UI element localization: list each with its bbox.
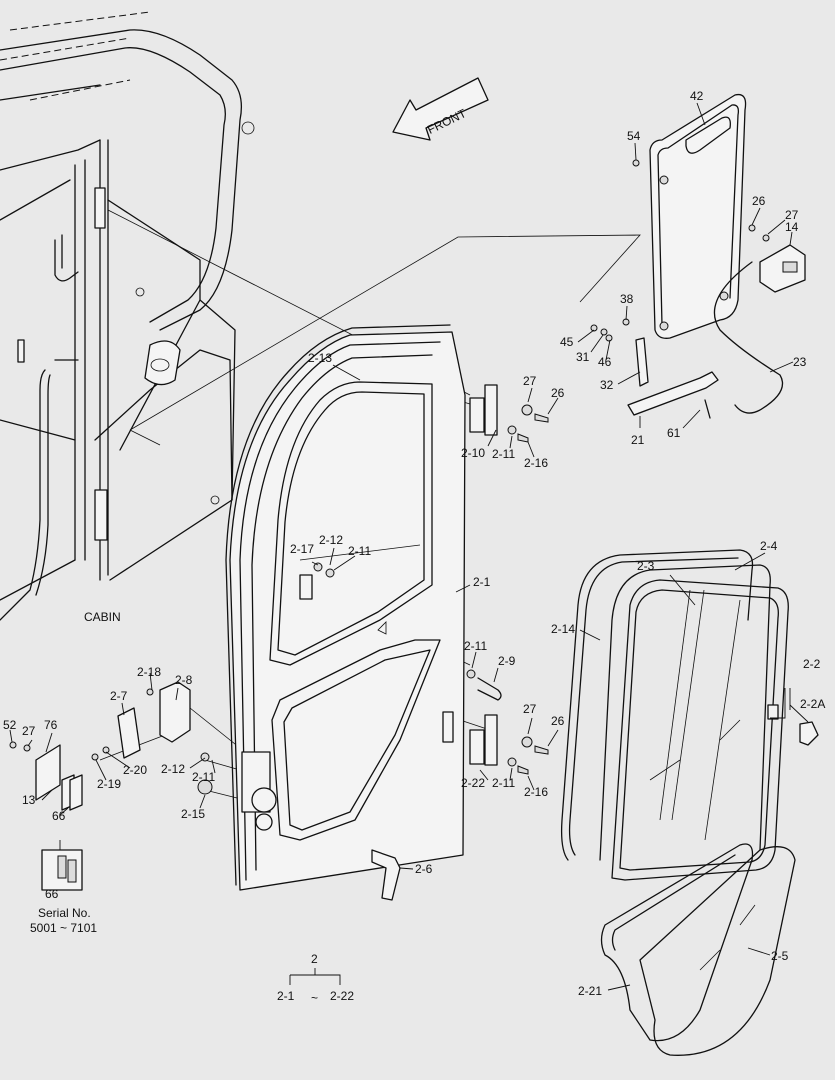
part-label-2-1: 2-1 xyxy=(473,575,491,589)
lower-hinge xyxy=(442,711,549,775)
part-label-2-17: 2-17 xyxy=(290,542,314,556)
upper-hinge xyxy=(469,384,549,443)
handle-2-6 xyxy=(371,849,401,901)
glass-assemblies xyxy=(560,549,819,881)
door-seal-2-13 xyxy=(225,324,451,886)
part-label-2-2A: 2-2A xyxy=(800,697,825,711)
part-label-52: 52 xyxy=(3,718,17,732)
part-label-2-13: 2-13 xyxy=(308,351,332,365)
serial-note-line2: 5001 ~ 7101 xyxy=(30,921,97,935)
part-label-32: 32 xyxy=(600,378,614,392)
part-label-23: 23 xyxy=(793,355,807,369)
group-to: 2-22 xyxy=(330,989,354,1003)
washers-2-11 xyxy=(197,562,335,795)
part-label-2-18: 2-18 xyxy=(137,665,161,679)
group-tilde: ~ xyxy=(311,991,318,1005)
part-label-54: 54 xyxy=(627,129,641,143)
part-label-76: 76 xyxy=(44,718,58,732)
serial-note-line1: Serial No. xyxy=(38,906,91,920)
part-label-2-4: 2-4 xyxy=(760,539,778,553)
part-label-13: 13 xyxy=(22,793,36,807)
part-label-2-9: 2-9 xyxy=(498,654,516,668)
lower-glass-2-5 xyxy=(600,843,796,1056)
part-label-2-11d: 2-11 xyxy=(192,770,215,784)
part-label-26a: 26 xyxy=(752,194,766,208)
part-label-46: 46 xyxy=(598,355,612,369)
part-label-66b: 66 xyxy=(45,887,59,901)
part-label-66a: 66 xyxy=(52,809,66,823)
part-label-27d: 27 xyxy=(523,702,537,716)
part-label-2-10: 2-10 xyxy=(461,446,485,460)
part-label-2-12b: 2-12 xyxy=(161,762,185,776)
part-label-2-3: 2-3 xyxy=(637,559,655,573)
part-label-2-5: 2-5 xyxy=(771,949,789,963)
part-label-27a: 27 xyxy=(785,208,799,222)
cover-panel-42 xyxy=(632,93,747,339)
front-arrow: FRONT xyxy=(392,77,489,141)
part-label-2-2: 2-2 xyxy=(803,657,821,671)
part-label-27c: 27 xyxy=(22,724,36,738)
u-bolt-2-9 xyxy=(466,669,502,701)
latch-assembly xyxy=(9,681,191,811)
part-label-26b: 26 xyxy=(551,386,565,400)
part-label-2-7: 2-7 xyxy=(110,689,128,703)
part-label-2-14: 2-14 xyxy=(551,622,575,636)
part-label-2-16b: 2-16 xyxy=(524,785,548,799)
part-label-cabin: CABIN xyxy=(84,610,121,624)
door-2-1 xyxy=(229,331,466,891)
part-label-2-21: 2-21 xyxy=(578,984,602,998)
group-top: 2 xyxy=(311,952,318,966)
part-label-2-8: 2-8 xyxy=(175,673,193,687)
part-label-2-15: 2-15 xyxy=(181,807,205,821)
bracket-21 xyxy=(590,318,719,419)
cabin-frame xyxy=(0,11,255,621)
part-label-38: 38 xyxy=(620,292,634,306)
group-from: 2-1 xyxy=(277,989,295,1003)
switch-14 xyxy=(748,224,806,293)
part-label-42: 42 xyxy=(690,89,704,103)
part-label-2-11a: 2-11 xyxy=(492,447,515,461)
cable-23 xyxy=(713,261,784,414)
part-label-61: 61 xyxy=(667,426,681,440)
part-label-2-11c: 2-11 xyxy=(464,639,487,653)
part-label-14: 14 xyxy=(785,220,799,234)
part-label-2-11b: 2-11 xyxy=(348,544,371,558)
part-label-2-19: 2-19 xyxy=(97,777,121,791)
part-label-45: 45 xyxy=(560,335,574,349)
part-label-2-11e: 2-11 xyxy=(492,776,515,790)
part-label-2-22: 2-22 xyxy=(461,776,485,790)
part-label-2-16a: 2-16 xyxy=(524,456,548,470)
part-label-26c: 26 xyxy=(551,714,565,728)
part-label-27b: 27 xyxy=(523,374,537,388)
leader-lines xyxy=(9,102,809,991)
part-label-2-20: 2-20 xyxy=(123,763,147,777)
serial-inset xyxy=(41,849,83,891)
part-label-2-12a: 2-12 xyxy=(319,533,343,547)
part-label-2-6: 2-6 xyxy=(415,862,433,876)
part-label-31: 31 xyxy=(576,350,590,364)
part-label-21: 21 xyxy=(631,433,645,447)
